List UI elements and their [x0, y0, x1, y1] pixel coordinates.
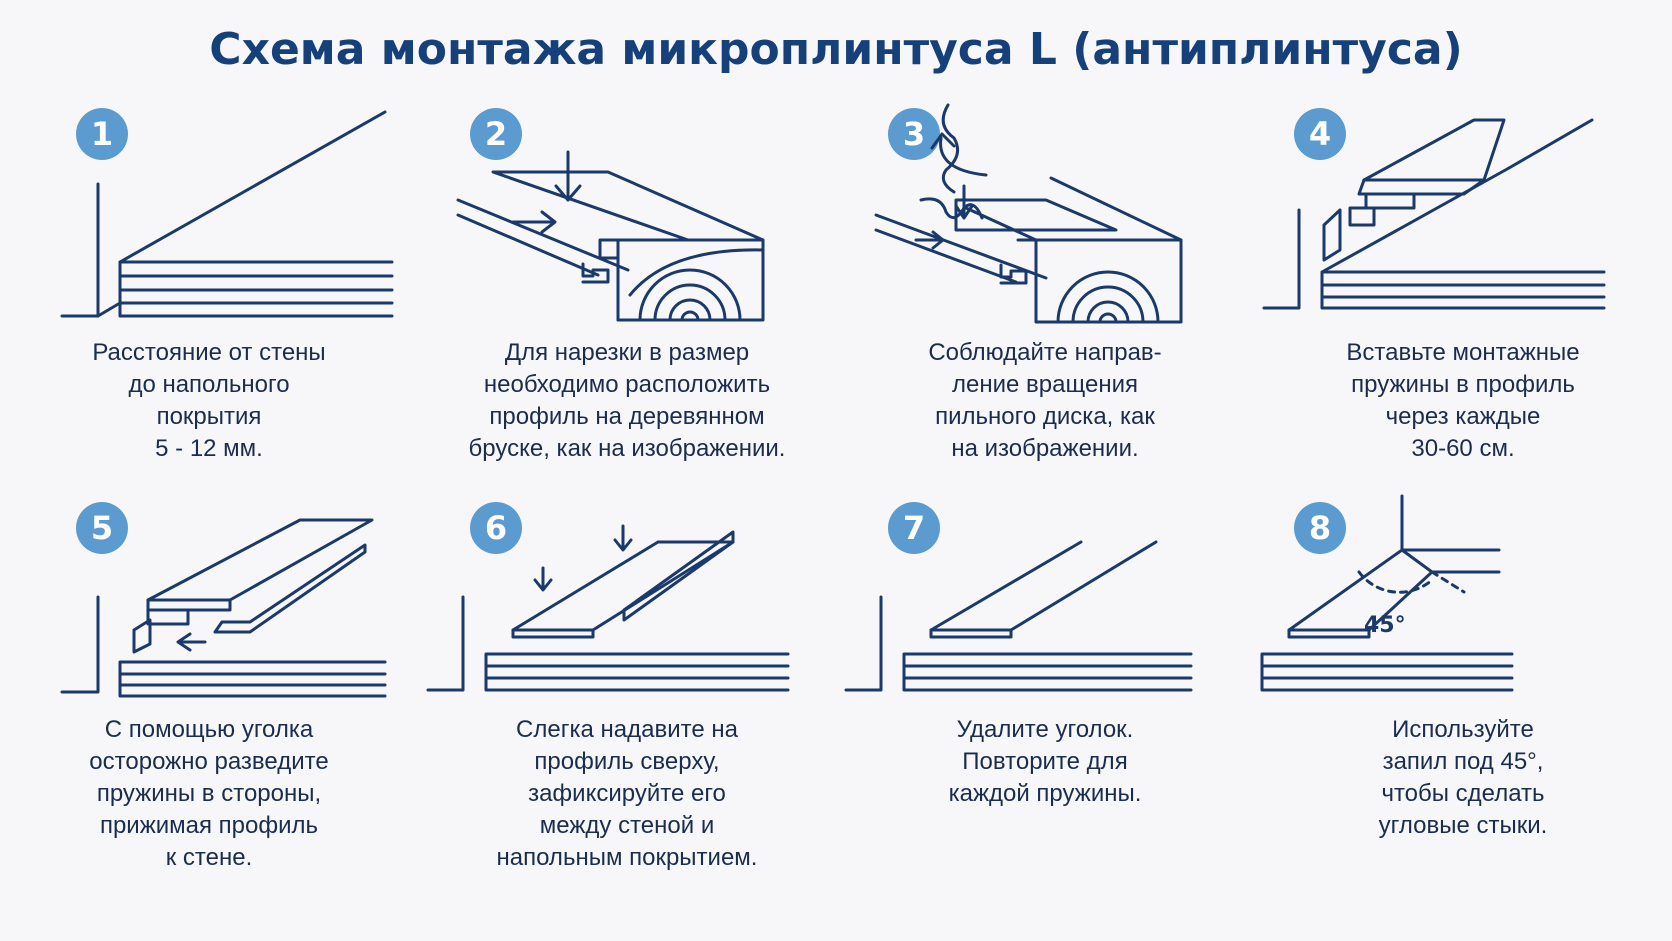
step-number-badge: 1: [76, 108, 128, 160]
step-number-badge: 2: [470, 108, 522, 160]
step-1: 1 Расстояние от стены до напольного покр…: [0, 100, 418, 520]
spread-springs-illustration: [60, 518, 387, 698]
step-3-caption: Соблюдайте направ- ление вращения пильно…: [928, 339, 1162, 462]
angle-label: 45°: [1364, 613, 1406, 638]
step-8-caption: Используйте запил под 45°, чтобы сделать…: [1378, 716, 1548, 839]
step-number-badge: 7: [888, 502, 940, 554]
step-number-badge: 4: [1294, 108, 1346, 160]
spring-insert-illustration: [1262, 118, 1606, 310]
press-profile-illustration: [426, 524, 790, 692]
step-2-caption: Для нарезки в размер необходимо располож…: [468, 339, 786, 462]
step-6: 6 Слегка надавите на профиль сверху, заф…: [418, 502, 836, 922]
wall-gap-illustration: [60, 110, 394, 318]
step-4: 4 Вставьте монтажные пружины в профиль ч…: [1254, 100, 1672, 520]
remove-corner-illustration: [844, 540, 1193, 692]
step-1-caption: Расстояние от стены до напольного покрыт…: [92, 339, 326, 462]
step-5: 5 С помощью уголка осторожно разведите п…: [0, 502, 418, 922]
step-number-badge: 5: [76, 502, 128, 554]
step-2: 2 Для нарезки в размер необходимо распол…: [418, 100, 836, 520]
step-6-caption: Слегка надавите на профиль сверху, зафик…: [496, 716, 758, 871]
wooden-block-illustration: [456, 150, 765, 322]
step-number-badge: 8: [1294, 502, 1346, 554]
step-8: 8 45° Используйте запил под 45°, чтобы с…: [1254, 494, 1672, 922]
step-7: 7 Удалите уголок. Повторите для каждой п…: [836, 502, 1254, 922]
step-number-badge: 3: [888, 108, 940, 160]
page-title: Схема монтажа микроплинтуса L (антиплинт…: [209, 24, 1463, 75]
step-5-caption: С помощью уголка осторожно разведите пру…: [89, 716, 329, 871]
corner-miter-illustration: 45°: [1260, 494, 1514, 692]
step-3: 3 Соблюдайте направ- ление вращения пиль…: [836, 100, 1254, 520]
step-4-caption: Вставьте монтажные пружины в профиль чер…: [1346, 339, 1580, 462]
saw-direction-illustration: [874, 103, 1183, 324]
step-number-badge: 6: [470, 502, 522, 554]
step-7-caption: Удалите уголок. Повторите для каждой пру…: [948, 716, 1142, 807]
